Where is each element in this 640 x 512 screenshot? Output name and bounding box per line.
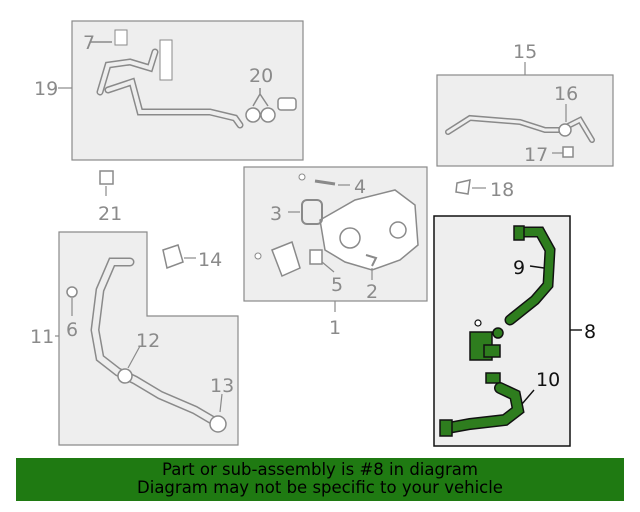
callout-14: 14 [198,249,222,271]
callout-11: 11 [30,326,54,348]
callout-13: 13 [210,375,234,397]
callout-16: 16 [554,83,578,105]
callout-4: 4 [354,176,366,198]
group-11-box [58,231,239,446]
callout-12: 12 [136,330,160,352]
callout-21: 21 [98,203,122,225]
callout-9: 9 [513,257,525,279]
clamp-part [260,107,276,123]
callout-18: 18 [490,179,514,201]
bracket-21-part [99,170,114,185]
callout-10: 10 [536,369,560,391]
callout-19: 19 [34,78,58,100]
notice-line-1: Part or sub-assembly is #8 in diagram [162,460,478,479]
callout-1: 1 [329,317,341,339]
callout-17: 17 [524,144,548,166]
gasket-18-part [455,179,471,195]
callout-8: 8 [584,321,596,343]
callout-2: 2 [366,281,378,303]
callout-15: 15 [513,41,537,63]
notice-line-2: Diagram may not be specific to your vehi… [137,478,503,497]
callout-5: 5 [331,274,343,296]
callout-7: 7 [83,32,95,54]
group-1-box [243,166,428,302]
group-15-box [436,74,614,167]
thermostat-housing-part [319,189,419,271]
clamp-part [245,107,261,123]
callout-3: 3 [270,203,282,225]
bracket-14-part [162,244,184,270]
group-8-box [433,215,571,447]
callout-6: 6 [66,319,78,341]
group-19-box [71,20,304,161]
notice-banner: Part or sub-assembly is #8 in diagram Di… [16,458,624,501]
callout-20: 20 [249,65,273,87]
